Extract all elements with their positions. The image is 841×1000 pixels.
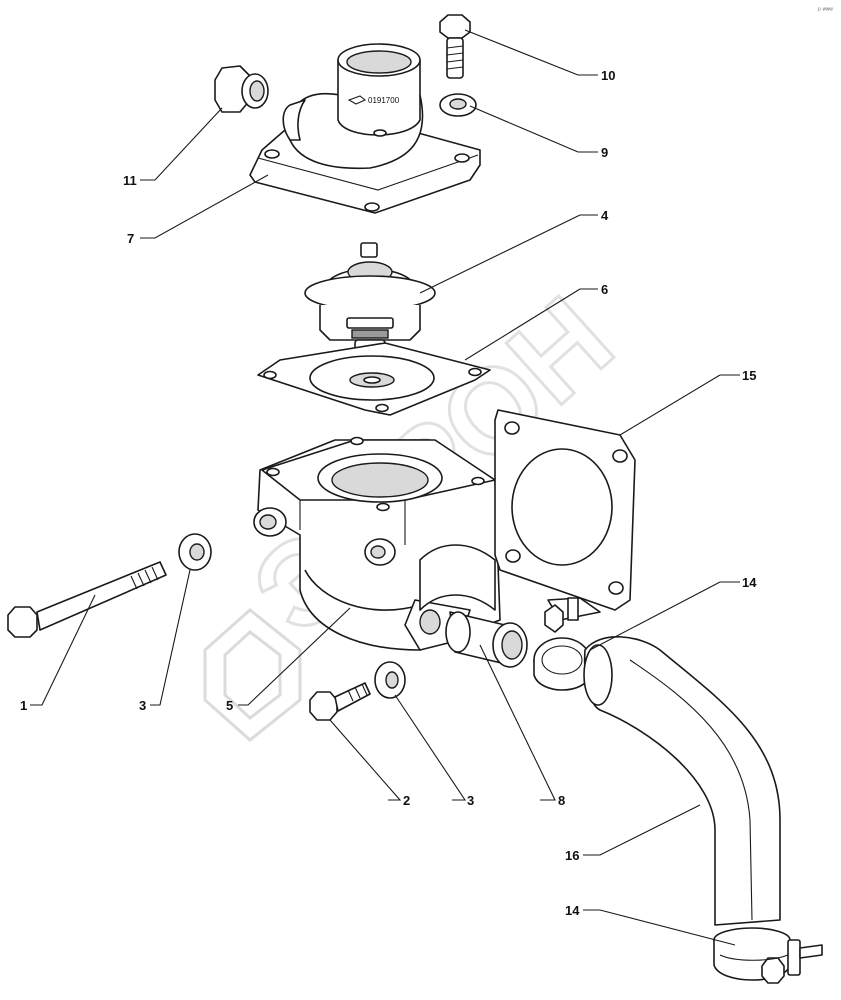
part-2-short-bolt [309,682,371,721]
callout-15: 15 [742,368,756,383]
part-7-thermostat-cover: 0191700 [249,43,481,214]
part-1-long-bolt [7,561,167,638]
part-11-plug [214,65,269,113]
part-15-gasket [494,409,636,611]
part-14-clamp-upper [533,597,601,691]
callout-4: 4 [601,208,609,223]
part-16-hose [583,636,781,926]
leader-lines [30,29,740,946]
callout-3-lower: 3 [467,793,474,808]
part-9-washer [439,93,477,117]
callout-labels: 10 9 11 7 4 6 15 14 1 3 5 2 3 8 16 14 [20,68,757,918]
callout-14-lower: 14 [565,903,580,918]
cover-stamp-text: 0191700 [368,96,400,105]
callout-5: 5 [226,698,233,713]
callout-16: 16 [565,848,579,863]
corner-mark: ᵖ ʷʷʷ [818,7,833,14]
callout-11: 11 [123,173,137,188]
part-3-washer-lower [374,661,406,699]
part-5-housing [253,436,501,651]
callout-10: 10 [601,68,615,83]
part-10-bolt [439,14,471,79]
part-3-washer-upper [178,533,212,571]
callout-14-upper: 14 [742,575,757,590]
part-8-pipe-stub [445,611,528,668]
callout-6: 6 [601,282,608,297]
part-14-clamp-lower [713,927,823,984]
callout-9: 9 [601,145,608,160]
callout-2: 2 [403,793,410,808]
part-4-thermostat [304,242,436,379]
callout-7: 7 [127,231,134,246]
part-6-gasket [257,342,491,416]
callout-3-upper: 3 [139,698,146,713]
callout-1: 1 [20,698,27,713]
callout-8: 8 [558,793,565,808]
